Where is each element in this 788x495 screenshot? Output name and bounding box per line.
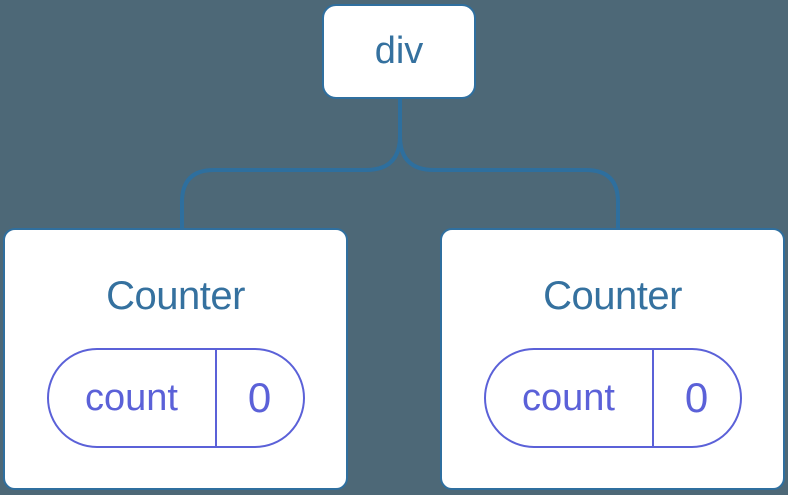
state-pill: count 0 (46, 348, 305, 448)
state-key-label: count (85, 376, 178, 419)
connector-right-branch (398, 98, 620, 230)
state-value: 0 (214, 350, 303, 446)
root-node-div: div (322, 4, 476, 99)
root-node-label: div (374, 30, 424, 72)
connector-left-branch (180, 98, 402, 230)
state-key-label: count (522, 376, 615, 419)
component-title: Counter (543, 274, 682, 318)
component-node-counter-left: Counter count 0 (3, 228, 348, 490)
component-title: Counter (106, 274, 245, 318)
state-pill: count 0 (483, 348, 742, 448)
state-value: 0 (651, 350, 740, 446)
component-node-counter-right: Counter count 0 (440, 228, 785, 490)
